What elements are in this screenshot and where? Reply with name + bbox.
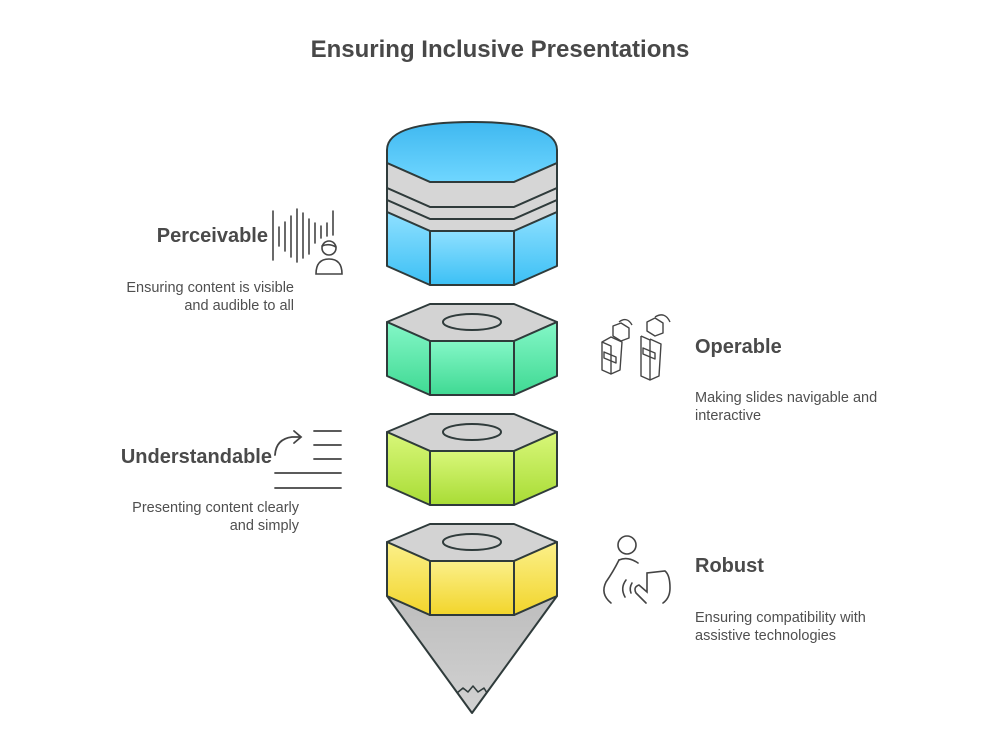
pencil-lead-edge <box>456 685 488 694</box>
hex-hole <box>442 423 502 441</box>
sound-wave-person-icon <box>272 208 343 275</box>
hex-hole <box>442 533 502 551</box>
interactive-slides-icon <box>601 314 671 381</box>
label-operable: Operable <box>695 336 782 358</box>
desc-robust: Ensuring compatibility with assistive te… <box>695 609 915 645</box>
desc-line: assistive technologies <box>695 628 837 644</box>
right-face <box>513 541 558 616</box>
body-right-face <box>513 211 558 286</box>
body-front-face <box>429 230 515 286</box>
front-face <box>429 560 515 616</box>
desc-line: interactive <box>695 408 762 424</box>
desc-line: and simply <box>229 518 299 534</box>
front-face <box>429 340 515 396</box>
segment-understandable <box>386 413 558 506</box>
segment-perceivable <box>386 121 558 286</box>
desc-line: Presenting content clearly <box>132 500 299 516</box>
right-face <box>513 431 558 506</box>
segment-robust <box>386 523 558 714</box>
label-robust: Robust <box>695 555 764 577</box>
front-face <box>429 450 515 506</box>
desc-understandable: Presenting content clearly and simply <box>80 499 299 535</box>
segment-operable <box>386 303 558 396</box>
desc-line: and audible to all <box>184 298 294 314</box>
label-perceivable: Perceivable <box>156 225 268 247</box>
label-understandable: Understandable <box>120 446 272 468</box>
eraser-dome <box>386 121 558 183</box>
desc-perceivable: Ensuring content is visible and audible … <box>80 279 294 315</box>
page-title: Ensuring Inclusive Presentations <box>310 36 690 63</box>
desc-line: Ensuring compatibility with <box>695 610 866 626</box>
desc-line: Making slides navigable and <box>695 390 878 406</box>
desc-operable: Making slides navigable and interactive <box>695 389 915 425</box>
text-lines-arrow-icon <box>274 430 342 489</box>
hex-hole <box>442 313 502 331</box>
right-face <box>513 321 558 396</box>
desc-line: Ensuring content is visible <box>126 280 294 296</box>
assistive-touch-icon <box>603 535 671 604</box>
